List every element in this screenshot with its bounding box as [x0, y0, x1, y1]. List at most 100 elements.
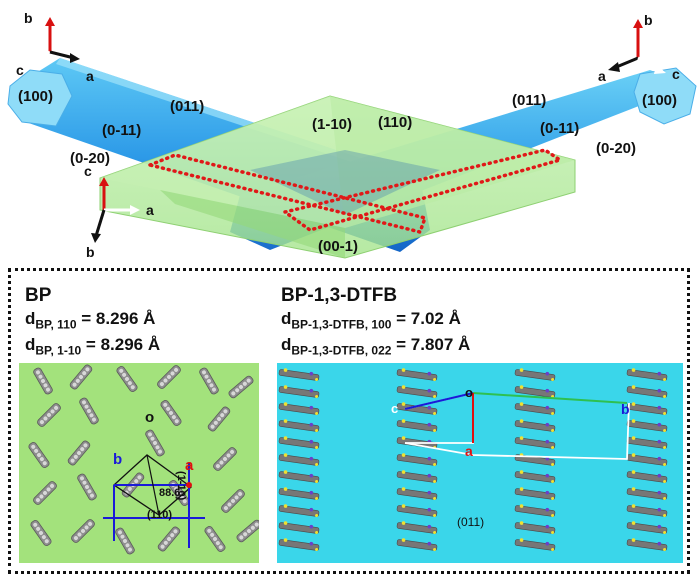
dtfb-molecule	[278, 436, 320, 449]
dtfb-molecule	[278, 368, 320, 381]
right-rod-facet-100: (100)	[642, 92, 678, 109]
dtfb-molecule	[396, 419, 438, 432]
bp-cell-a-marker	[186, 482, 192, 488]
dtfb-cell-c-axis	[404, 392, 474, 410]
right-axis-b-label: b	[644, 12, 653, 28]
left-axis-triad	[32, 17, 80, 67]
dtfb-molecule	[626, 470, 668, 483]
dtfb-molecule	[278, 419, 320, 432]
bp-packing-svg	[28, 364, 262, 555]
dtfb-molecule	[278, 504, 320, 517]
bp-cell-diagonal	[146, 454, 160, 516]
dtfb-d-spacing-100: dBP-1,3-DTFB, 100 = 7.02 Å	[281, 309, 461, 332]
bp-molecule	[28, 442, 50, 468]
dtfb-molecule	[514, 436, 556, 449]
bp-molecule	[33, 481, 57, 505]
dtfb-title: BP-1,3-DTFB	[281, 285, 398, 306]
bp-molecule	[157, 526, 181, 552]
right-axis-triad	[608, 19, 666, 74]
left-rod-facet-0-20: (0-20)	[70, 150, 111, 167]
dtfb-molecule	[626, 521, 668, 534]
plate-axis-b-label: b	[86, 244, 95, 260]
dtfb-molecule	[514, 453, 556, 466]
plate-axis-triad	[91, 177, 140, 243]
dtfb-molecule	[278, 521, 320, 534]
plate-facet-110: (110)	[378, 114, 413, 131]
dtfb-unit-cell	[404, 402, 630, 460]
plate-facet-00-1: (00-1)	[318, 238, 359, 255]
left-axis-a-label: a	[86, 68, 94, 84]
dtfb-molecule	[396, 521, 438, 534]
dtfb-molecule	[626, 436, 668, 449]
bp-molecule	[145, 429, 165, 457]
dtfb-molecule	[514, 368, 556, 381]
dtfb-molecule	[626, 453, 668, 466]
dtfb-molecule	[396, 470, 438, 483]
left-axis-b-label: b	[24, 10, 33, 26]
dtfb-cell-c-label: c	[391, 401, 399, 416]
left-rod-facet-011: (011)	[170, 98, 205, 115]
dtfb-molecule	[396, 504, 438, 517]
dtfb-molecule	[396, 453, 438, 466]
central-plate	[99, 95, 576, 259]
right-rod-facet-0-20: (0-20)	[596, 140, 637, 157]
bottom-panel: BP dBP, 110 = 8.296 Å dBP, 1-10 = 8.296 …	[8, 268, 690, 574]
dtfb-molecule	[626, 487, 668, 500]
bp-cell-b-label: b	[113, 451, 123, 468]
crystal-morphology-illustration	[7, 17, 697, 259]
plate-axis-c-label: c	[84, 163, 92, 179]
bp-molecule	[30, 520, 52, 546]
dtfb-molecule	[514, 504, 556, 517]
dtfb-cell-a-label: a	[465, 443, 473, 459]
right-axis-c-label: c	[672, 66, 680, 82]
dtfb-molecule	[278, 487, 320, 500]
dtfb-molecule	[626, 368, 668, 381]
bp-molecule	[79, 397, 99, 425]
dtfb-molecule	[278, 538, 320, 551]
bp-plane-110-label: (110)	[147, 509, 173, 521]
left-rod-facet-0-11: (0-11)	[102, 122, 142, 139]
dtfb-plane-label: (011)	[457, 515, 485, 529]
right-axis-a-label: a	[598, 68, 606, 84]
bp-molecule	[157, 365, 181, 389]
dtfb-molecule	[396, 385, 438, 398]
bp-molecule	[115, 527, 135, 555]
bp-d-spacing-1-10: dBP, 1-10 = 8.296 Å	[25, 335, 161, 358]
dtfb-molecule	[514, 402, 556, 415]
dtfb-molecule	[278, 385, 320, 398]
dtfb-molecule	[626, 419, 668, 432]
dtfb-molecule	[396, 368, 438, 381]
bp-molecule	[236, 519, 262, 543]
bp-molecule	[221, 489, 245, 513]
right-rod-facet-011: (011)	[512, 92, 547, 109]
dtfb-packing-svg	[278, 368, 668, 551]
plate-axis-a-label: a	[146, 202, 154, 218]
bp-cell-a-label: a	[185, 457, 194, 474]
plate-facet-1-10: (1-10)	[312, 116, 353, 133]
dotted-plane-outlines	[144, 148, 565, 235]
dtfb-molecule	[396, 487, 438, 500]
dtfb-molecule	[514, 385, 556, 398]
left-axis-c-label: c	[16, 62, 24, 78]
bp-cell-origin-label: o	[145, 409, 155, 426]
bp-molecule	[37, 403, 61, 427]
dtfb-molecule	[514, 470, 556, 483]
dtfb-molecule	[626, 504, 668, 517]
bp-packing-image: o a b 88.6 (110) (1-10)	[19, 363, 262, 563]
dtfb-molecule	[514, 487, 556, 500]
bp-molecule	[69, 364, 93, 390]
dtfb-molecule	[278, 453, 320, 466]
dtfb-molecule	[396, 538, 438, 551]
right-rod-facet-0-11: (0-11)	[540, 120, 580, 137]
bp-plane-1-10-label: (1-10)	[175, 471, 187, 501]
dtfb-cell-b-label: b	[621, 401, 630, 417]
bp-molecule	[160, 400, 182, 426]
bp-angle-label: 88.6	[159, 487, 181, 499]
left-rod-facet-100: (100)	[18, 88, 54, 105]
dtfb-cell-origin-label: o	[465, 385, 473, 400]
bp-molecule	[213, 447, 237, 471]
bp-molecule	[71, 519, 95, 543]
dtfb-molecule	[514, 419, 556, 432]
dtfb-molecule	[278, 470, 320, 483]
bp-molecule	[116, 366, 138, 392]
